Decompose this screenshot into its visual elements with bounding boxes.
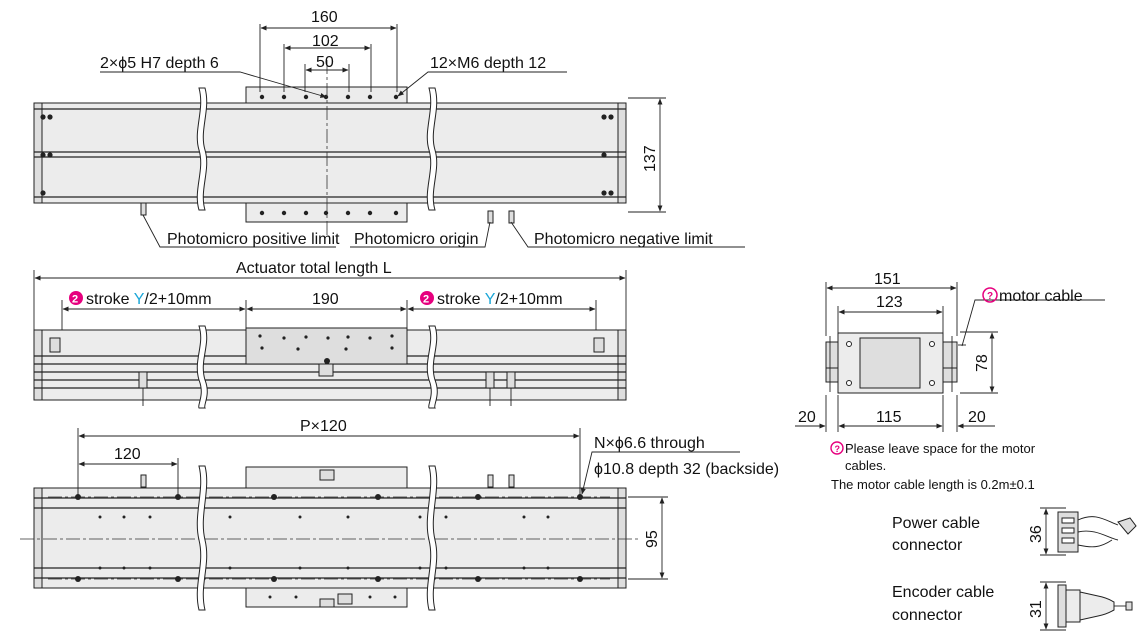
dim-36: 36 xyxy=(1028,525,1045,543)
svg-text:2: 2 xyxy=(423,294,429,306)
sensor-negative xyxy=(508,210,515,224)
label-encoder-connector: connector xyxy=(892,607,963,624)
dim-190: 190 xyxy=(312,291,339,308)
dim-115: 115 xyxy=(876,409,902,426)
label-stroke-right: stroke Y/2+10mm xyxy=(437,291,563,308)
dim-151: 151 xyxy=(874,271,901,288)
dim-95: 95 xyxy=(644,530,661,548)
motor-cable-note: ? Please leave space for the motor cable… xyxy=(830,441,1036,492)
sensor-positive xyxy=(140,202,147,216)
dim-137: 137 xyxy=(642,145,659,172)
label-counterbore: ϕ10.8 depth 32 (backside) xyxy=(594,461,779,478)
bottom-actuator-body xyxy=(33,487,627,589)
marker-2-left xyxy=(69,291,83,305)
label-power-cable: Power cable xyxy=(892,515,980,532)
label-photomicro-negative: Photomicro negative limit xyxy=(534,231,713,248)
dim-pitch: P×120 xyxy=(300,418,347,435)
end-view: 151 123 ? motor cable 78 xyxy=(795,271,1105,432)
dim-160: 160 xyxy=(311,9,338,26)
dim-102: 102 xyxy=(312,33,339,50)
label-motor-cable: motor cable xyxy=(999,288,1083,305)
caution-icon xyxy=(982,287,998,303)
top-view: 160 102 50 2×ϕ5 H7 depth 6 12×M6 depth 1… xyxy=(33,9,745,248)
label-power-connector: connector xyxy=(892,537,963,554)
svg-text:?: ? xyxy=(835,444,841,454)
note-line-1: Please leave space for the motor xyxy=(845,441,1036,456)
label-photomicro-origin: Photomicro origin xyxy=(354,231,479,248)
break-symbol xyxy=(426,87,438,211)
dim-20-right: 20 xyxy=(968,409,986,426)
svg-text:?: ? xyxy=(987,291,993,302)
label-tapped-holes: 12×M6 depth 12 xyxy=(430,55,546,72)
dim-78: 78 xyxy=(974,354,991,372)
label-through-holes: N×ϕ6.6 through xyxy=(594,435,705,452)
power-connector: Power cable connector 36 xyxy=(892,507,1137,556)
break-symbol xyxy=(196,87,208,211)
sensor-origin xyxy=(487,210,494,224)
label-photomicro-positive: Photomicro positive limit xyxy=(167,231,340,248)
top-actuator-body xyxy=(33,102,627,204)
label-dowel-holes: 2×ϕ5 H7 depth 6 xyxy=(100,55,219,72)
dim-20-left: 20 xyxy=(798,409,816,426)
bottom-view: P×120 120 95 N×ϕ6.6 through ϕ10.8 depth … xyxy=(20,418,779,611)
dim-120: 120 xyxy=(114,446,141,463)
label-total-length: Actuator total length L xyxy=(236,260,392,277)
note-line-2: cables. xyxy=(845,458,886,473)
side-slider xyxy=(245,327,408,365)
encoder-connector: Encoder cable connector 31 xyxy=(892,581,1133,631)
label-encoder-cable: Encoder cable xyxy=(892,584,994,601)
svg-text:2: 2 xyxy=(72,294,78,306)
dim-31: 31 xyxy=(1028,600,1045,618)
note-line-3: The motor cable length is 0.2m±0.1 xyxy=(831,477,1035,492)
marker-2-right xyxy=(420,291,434,305)
dim-123: 123 xyxy=(876,294,903,311)
dim-50: 50 xyxy=(316,54,334,71)
label-stroke-left: stroke Y/2+10mm xyxy=(86,291,212,308)
side-view: Actuator total length L 2 stroke Y/2+10m… xyxy=(33,260,627,409)
